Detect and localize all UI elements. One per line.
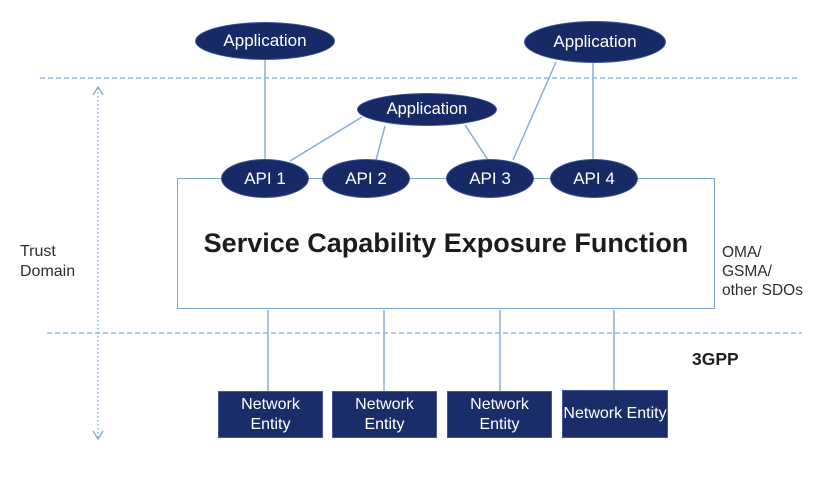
application-node-2: Application <box>524 21 666 63</box>
api-node-2-label: API 2 <box>345 168 387 188</box>
api-node-4-label: API 4 <box>573 168 615 188</box>
api-node-3-label: API 3 <box>469 168 511 188</box>
application-node-3: Application <box>357 93 497 126</box>
network-entity-node-2-label: Network Entity <box>355 395 414 433</box>
connector-app3-api3 <box>464 124 489 161</box>
network-entity-node-4: Network Entity <box>562 390 668 438</box>
application-node-1: Application <box>195 22 335 60</box>
trust-domain-arrowhead-up <box>92 85 104 96</box>
trust-domain-arrowhead-down <box>92 430 104 441</box>
api-node-1-label: API 1 <box>244 168 286 188</box>
network-entity-node-1-label: Network Entity <box>241 395 300 433</box>
connector-app3-api2 <box>375 125 386 161</box>
connector-app3-api1 <box>289 116 363 162</box>
application-node-3-label: Application <box>386 100 468 118</box>
trust-domain-label: Trust Domain <box>20 243 76 280</box>
api-node-3: API 3 <box>446 159 534 198</box>
connector-app2-api3 <box>512 61 557 161</box>
network-entity-node-4-label: Network Entity <box>563 405 667 422</box>
network-entity-node-1: Network Entity <box>218 391 323 438</box>
sdo-label: OMA/ GSMA/ other SDOs <box>722 244 803 299</box>
network-entity-node-3: Network Entity <box>447 391 552 438</box>
scef-box: Service Capability Exposure Function <box>177 178 715 309</box>
scef-title: Service Capability Exposure Function <box>203 228 689 258</box>
application-node-1-label: Application <box>223 31 307 50</box>
application-node-2-label: Application <box>553 32 637 51</box>
api-node-2: API 2 <box>322 159 410 198</box>
api-node-1: API 1 <box>221 159 309 198</box>
network-entity-node-3-label: Network Entity <box>470 395 529 433</box>
api-node-4: API 4 <box>550 159 638 198</box>
network-entity-node-2: Network Entity <box>332 391 437 438</box>
3gpp-label: 3GPP <box>692 349 739 369</box>
